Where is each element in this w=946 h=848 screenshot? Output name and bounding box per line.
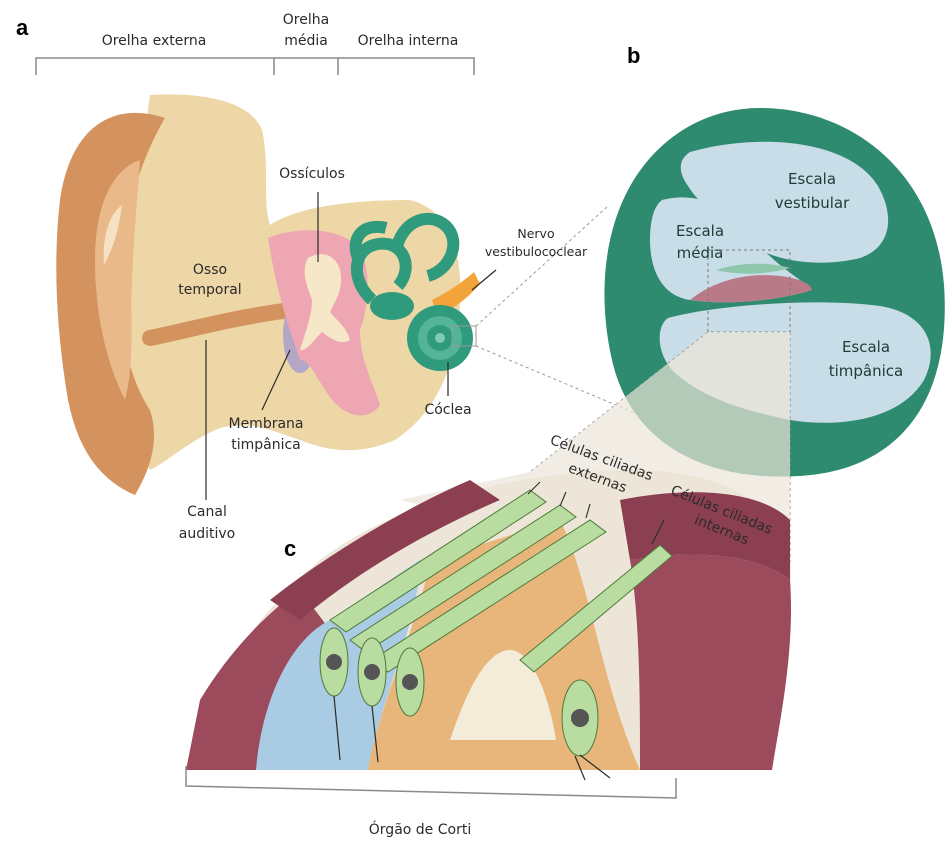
panel-c-label: c (284, 536, 296, 561)
organ-of-corti-label: Órgão de Corti (369, 820, 471, 838)
scala-media-label-line2: média (677, 244, 724, 262)
scala-vestibuli-label-line2: vestibular (775, 194, 850, 212)
ear-canal-label-line2: auditivo (179, 526, 235, 542)
outer-ear-bracket (36, 58, 274, 75)
ear-canal-label-line1: Canal (187, 504, 227, 520)
organ-of-corti-bracket (186, 766, 676, 798)
nerve-label-line2: vestibulococlear (485, 244, 588, 259)
vestibule (370, 292, 414, 320)
scala-media-label-line1: Escala (676, 222, 724, 240)
scala-tympani-label-line1: Escala (842, 338, 890, 356)
tympanic-membrane-label-line1: Membrana (228, 416, 303, 432)
outer-ear-label: Orelha externa (102, 33, 207, 49)
tympanic-membrane-label-line2: timpânica (231, 437, 301, 453)
nerve-label-line1: Nervo (517, 226, 554, 241)
section-brackets (36, 58, 474, 75)
inner-hair-cell-body (562, 680, 598, 756)
cochlea-spiral (407, 305, 473, 371)
tissue-right (630, 554, 791, 770)
middle-ear-label-line2: média (284, 33, 328, 49)
cochlea-label: Cóclea (424, 402, 471, 418)
scala-tympani-label-line2: timpânica (829, 362, 904, 380)
ear-illustration (56, 94, 480, 495)
scala-vestibuli-label-line1: Escala (788, 170, 836, 188)
inner-ear-bracket (338, 58, 474, 75)
inner-ear-label: Orelha interna (358, 33, 459, 49)
panel-a-label: a (16, 15, 29, 40)
ossicles-label: Ossículos (279, 166, 345, 182)
middle-ear-label-line1: Orelha (283, 12, 329, 28)
panel-b-label: b (627, 43, 640, 68)
temporal-bone-label-line2: temporal (178, 282, 241, 298)
middle-ear-bracket (274, 58, 338, 75)
temporal-bone-label-line1: Osso (193, 262, 227, 278)
